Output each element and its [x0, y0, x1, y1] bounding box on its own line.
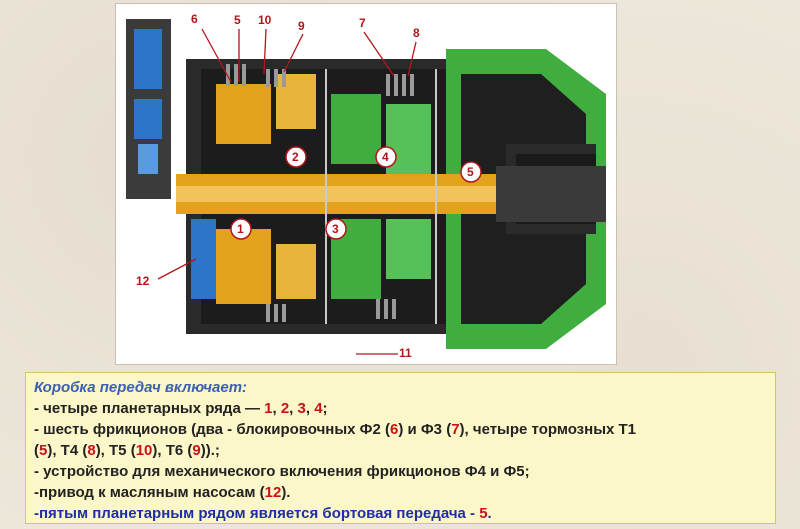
planetary-row-3: 3 [332, 222, 339, 236]
callout-5: 5 [234, 13, 241, 27]
callout-6: 6 [191, 12, 198, 26]
callout-7: 7 [359, 16, 366, 30]
callout-9: 9 [298, 19, 305, 33]
caption-line-3: (5), Т4 (8), Т5 (10), Т6 (9)).; [34, 442, 220, 459]
planetary-row-4: 4 [382, 150, 389, 164]
caption-box: Коробка передач включает: - четыре плане… [25, 372, 776, 524]
callout-12: 12 [136, 274, 150, 288]
caption-line-5: -привод к масляным насосам (12). [34, 484, 291, 501]
gearbox-cross-section [126, 19, 606, 355]
gearbox-diagram: 6 5 10 9 7 8 12 11 1 2 3 4 5 [115, 3, 617, 365]
caption-title: Коробка передач включает: [34, 379, 248, 396]
caption-line-1: - четыре планетарных ряда — 1, 2, 3, 4; [34, 400, 328, 417]
planetary-row-1: 1 [237, 222, 244, 236]
callout-11: 11 [399, 346, 412, 360]
planetary-row-2: 2 [292, 150, 299, 164]
callout-10: 10 [258, 13, 272, 27]
caption-line-4: - устройство для механического включения… [34, 463, 530, 480]
caption-line-6: -пятым планетарным рядом является бортов… [34, 505, 492, 522]
callout-8: 8 [413, 26, 420, 40]
caption-line-2: - шесть фрикционов (два - блокировочных … [34, 421, 637, 438]
planetary-row-5: 5 [467, 165, 474, 179]
